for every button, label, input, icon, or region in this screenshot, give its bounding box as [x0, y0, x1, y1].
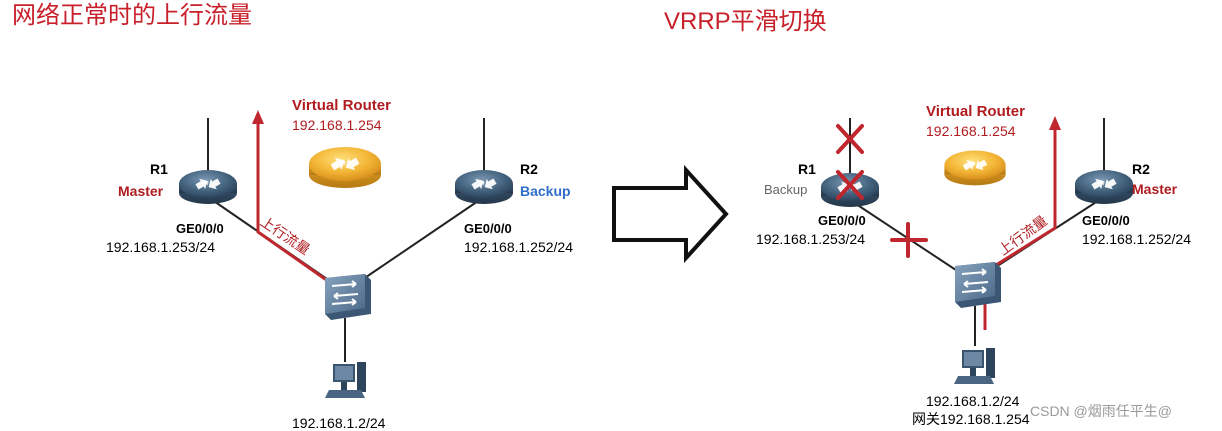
left-host-ip: 192.168.1.2/24: [292, 415, 386, 431]
left-r2-iface: GE0/0/0: [464, 221, 512, 236]
left-virtual-router-ip: 192.168.1.254: [292, 117, 382, 133]
virtual-router-icon: [944, 151, 1005, 186]
left-r2-switch-link: [349, 196, 485, 289]
right-topology: [821, 116, 1133, 384]
pc-icon: [954, 348, 995, 384]
router-icon: [455, 170, 513, 204]
left-r2-role: Backup: [520, 183, 571, 199]
right-host-ip: 192.168.1.2/24: [926, 393, 1020, 409]
switch-icon: [324, 273, 372, 321]
failure-x-icon: [836, 170, 864, 200]
right-r2-role: Master: [1132, 181, 1178, 197]
virtual-router-icon: [309, 147, 381, 188]
right-r1-name: R1: [798, 161, 816, 177]
right-r1-role: Backup: [764, 182, 808, 197]
watermark: CSDN @烟雨任平生@: [1030, 403, 1172, 419]
left-r1-iface: GE0/0/0: [176, 221, 224, 236]
left-virtual-router-label: Virtual Router: [292, 97, 391, 114]
right-title: VRRP平滑切换: [664, 8, 827, 35]
left-topology: [179, 110, 513, 398]
right-virtual-router-ip: 192.168.1.254: [926, 123, 1016, 139]
router-icon: [179, 170, 237, 204]
left-r1-name: R1: [150, 161, 168, 177]
arrow-up-icon: [1049, 116, 1061, 130]
switch-icon: [954, 261, 1002, 309]
left-r2-ip: 192.168.1.252/24: [464, 239, 573, 255]
link-failure-icon: [890, 222, 928, 258]
left-title: 网络正常时的上行流量: [12, 2, 252, 29]
right-virtual-router-label: Virtual Router: [926, 103, 1025, 120]
right-r2-iface: GE0/0/0: [1082, 213, 1130, 228]
router-icon: [1075, 170, 1133, 204]
left-r1-role: Master: [118, 183, 164, 199]
arrow-right-icon: [612, 164, 729, 264]
right-r1-ip: 192.168.1.253/24: [756, 231, 865, 247]
left-r1-ip: 192.168.1.253/24: [106, 239, 215, 255]
pc-icon: [325, 362, 366, 398]
router-icon: [821, 173, 879, 207]
right-gateway: 网关192.168.1.254: [912, 411, 1030, 427]
right-r2-name: R2: [1132, 161, 1150, 177]
failure-x-icon: [836, 124, 864, 154]
arrow-up-icon: [252, 110, 264, 124]
left-r2-name: R2: [520, 161, 538, 177]
right-r1-iface: GE0/0/0: [818, 213, 866, 228]
right-r2-ip: 192.168.1.252/24: [1082, 231, 1191, 247]
